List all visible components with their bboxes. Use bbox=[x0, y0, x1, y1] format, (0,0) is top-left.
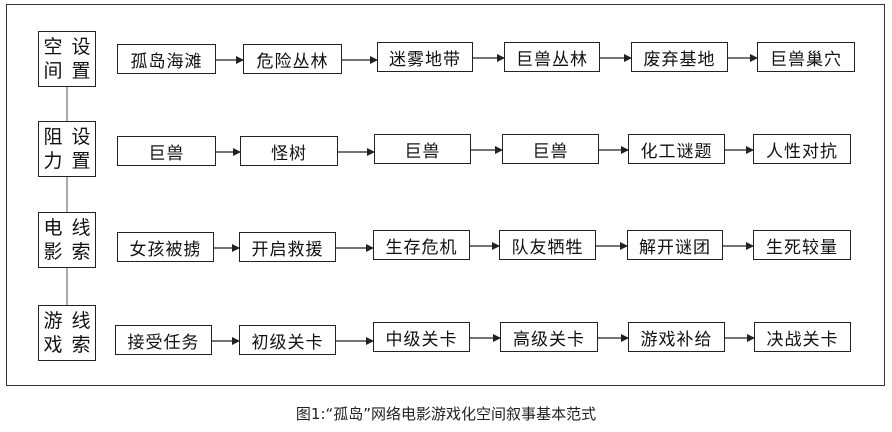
flow-node: 决战关卡 bbox=[754, 322, 851, 352]
flow-node: 怪树 bbox=[240, 136, 338, 166]
flow-node: 初级关卡 bbox=[239, 325, 336, 355]
flow-node: 接受任务 bbox=[115, 325, 212, 355]
flow-node: 巨兽丛林 bbox=[504, 42, 600, 72]
flow-node: 危险丛林 bbox=[243, 44, 342, 74]
flow-node: 废弃基地 bbox=[631, 42, 728, 72]
row-label-film-clue: 电影 线索 bbox=[38, 212, 96, 268]
flow-node: 中级关卡 bbox=[373, 322, 470, 352]
flow-node: 巨兽 bbox=[502, 134, 599, 164]
flow-node: 高级关卡 bbox=[500, 322, 598, 352]
row-label-line: 线索 bbox=[71, 310, 91, 356]
flow-node: 人性对抗 bbox=[753, 134, 851, 164]
row-label-line: 设置 bbox=[71, 36, 91, 82]
row-label-line: 空间 bbox=[43, 36, 63, 82]
diagram-frame bbox=[6, 4, 885, 386]
flow-node: 队友牺牲 bbox=[499, 230, 596, 260]
flow-node: 解开谜团 bbox=[627, 230, 723, 260]
flow-arrows bbox=[212, 54, 758, 345]
row-label-line: 游戏 bbox=[43, 310, 63, 356]
flow-node: 开启救援 bbox=[239, 232, 336, 262]
row-label-space: 空间 设置 bbox=[38, 31, 96, 87]
flow-node: 迷雾地带 bbox=[377, 42, 473, 72]
row-label-game-clue: 游戏 线索 bbox=[38, 305, 96, 361]
row-label-line: 线索 bbox=[71, 217, 91, 263]
flow-node: 孤岛海滩 bbox=[117, 44, 216, 74]
flow-node: 女孩被掳 bbox=[117, 232, 214, 262]
flow-node: 化工谜题 bbox=[628, 134, 725, 164]
row-label-line: 设置 bbox=[71, 126, 91, 172]
flow-node: 巨兽 bbox=[374, 134, 471, 164]
row-label-resistance: 阻力 设置 bbox=[38, 121, 96, 177]
flow-node: 巨兽 bbox=[117, 136, 216, 166]
row-label-line: 电影 bbox=[43, 217, 63, 263]
flow-node: 游戏补给 bbox=[628, 322, 725, 352]
figure-caption: 图1:“孤岛”网络电影游戏化空间叙事基本范式 bbox=[295, 405, 597, 423]
flow-node: 生死较量 bbox=[753, 230, 851, 260]
flow-node: 巨兽巢穴 bbox=[757, 42, 855, 72]
flow-node: 生存危机 bbox=[373, 230, 470, 260]
row-label-line: 阻力 bbox=[43, 126, 63, 172]
